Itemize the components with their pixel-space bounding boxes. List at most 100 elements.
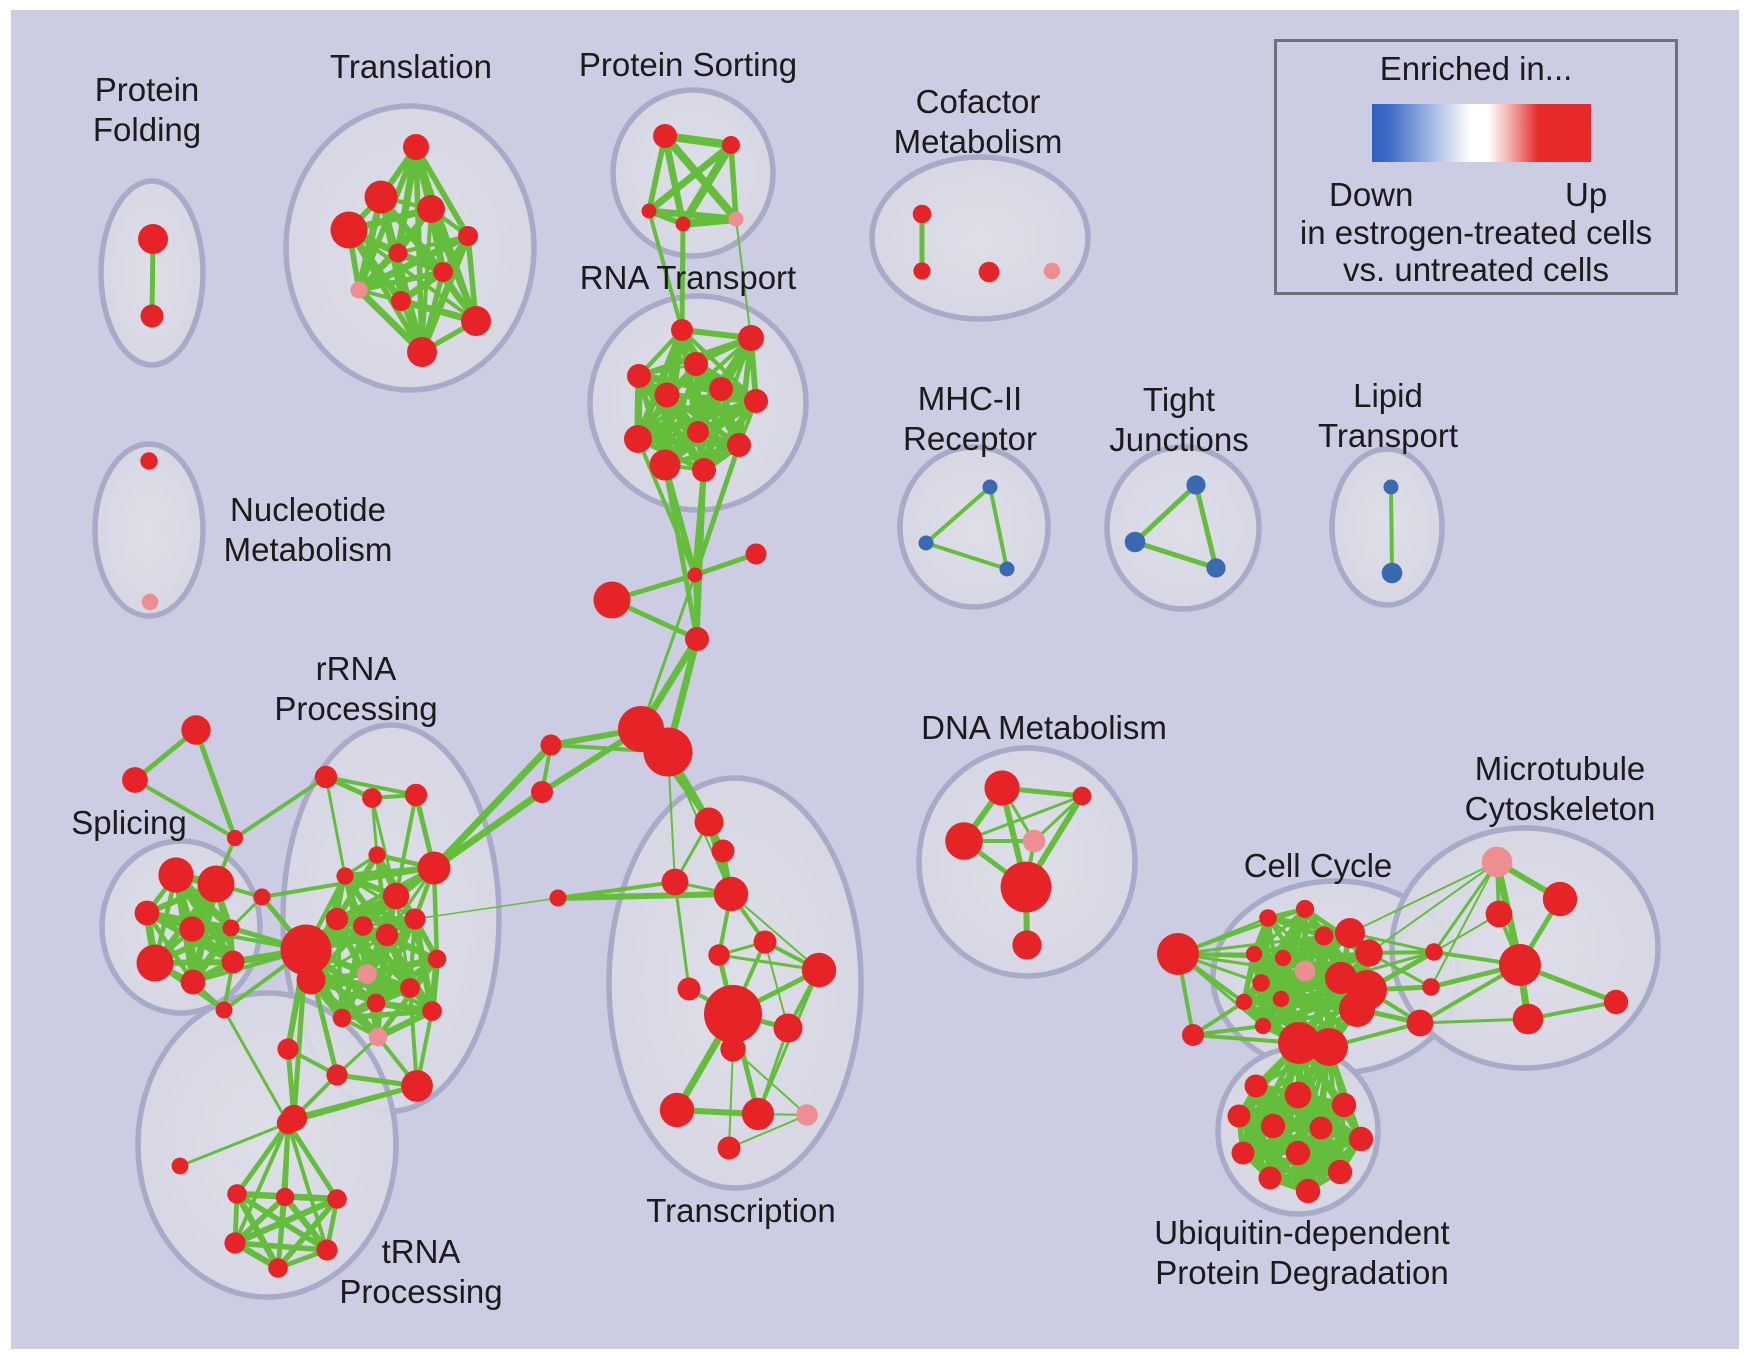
edge [1368, 861, 1498, 954]
node-W1 [531, 781, 553, 803]
edge [1419, 1017, 1529, 1025]
edge [666, 392, 757, 404]
node-HUB2 [643, 727, 693, 777]
node-X1 [122, 767, 148, 793]
edge [179, 1121, 289, 1168]
edge [285, 1121, 340, 1201]
node-CC7 [1245, 945, 1263, 963]
node-X2 [226, 829, 244, 847]
edge [133, 778, 237, 840]
edge [1253, 934, 1325, 956]
node-RR18 [277, 1038, 299, 1060]
node-TR12 [741, 1097, 775, 1131]
node-PF1 [140, 304, 164, 328]
node-RR20 [401, 1070, 433, 1102]
edge [286, 1122, 329, 1251]
node-MT5 [1603, 989, 1629, 1015]
edge [233, 775, 328, 840]
edge [364, 916, 418, 977]
edge [1389, 486, 1394, 574]
node-PS2 [641, 203, 657, 219]
node-MT2 [1499, 944, 1541, 986]
edge [728, 1114, 808, 1149]
node-R6 [744, 389, 768, 413]
edge [1192, 1024, 1264, 1037]
node-RR9 [375, 923, 399, 947]
node-RR19 [326, 1064, 348, 1086]
edge [924, 485, 992, 545]
edge [925, 541, 1008, 571]
edge [366, 955, 438, 978]
node-TJ1 [1124, 531, 1146, 553]
edge [636, 397, 758, 443]
node-U0 [1244, 1074, 1268, 1098]
node-U10 [1327, 1159, 1353, 1185]
node-R10 [649, 449, 681, 481]
node-CC18 [1310, 1028, 1348, 1066]
node-SP0 [158, 857, 194, 893]
node-RR3 [417, 851, 451, 885]
node-C1 [685, 627, 709, 651]
node-CC17 [1278, 1022, 1320, 1064]
node-W0 [540, 734, 562, 756]
edge [414, 897, 559, 920]
node-RR7 [325, 907, 349, 931]
node-T8 [391, 291, 411, 311]
legend-title: Enriched in... [1379, 50, 1573, 87]
node-TR4 [713, 876, 749, 912]
node-RHUB2 [296, 965, 326, 995]
node-TR13 [796, 1104, 818, 1126]
edge [636, 386, 723, 442]
edge [646, 142, 734, 214]
node-L1 [1381, 562, 1403, 584]
node-TR11 [659, 1092, 695, 1128]
node-TR7 [677, 977, 701, 1001]
nodes [122, 124, 1629, 1278]
node-RR6 [382, 882, 410, 910]
node-RR16 [332, 1008, 352, 1028]
node-T7 [350, 281, 368, 299]
edge [647, 210, 684, 331]
node-T3 [330, 211, 368, 249]
edge [275, 1197, 340, 1270]
node-PS3 [675, 216, 691, 232]
edge [1134, 539, 1217, 571]
edge [222, 1009, 290, 1124]
node-CC10 [1252, 974, 1270, 992]
node-D2 [945, 822, 983, 860]
node-U2 [1331, 1092, 1357, 1118]
node-T6 [433, 262, 453, 282]
node-T9 [461, 306, 491, 336]
edge [394, 146, 420, 254]
node-CC6 [1314, 926, 1334, 946]
edge [1269, 1137, 1362, 1180]
legend-desc-line1: in estrogen-treated cells [1299, 214, 1653, 251]
node-CC4 [1335, 918, 1365, 948]
node-TR10 [720, 1036, 746, 1062]
node-CC15 [1272, 990, 1290, 1008]
legend-gradient-bar [1372, 104, 1591, 162]
node-CC16 [1254, 1017, 1272, 1035]
node-TR3 [661, 868, 689, 896]
edge [963, 794, 1083, 843]
edge [1430, 861, 1498, 988]
node-SP2 [134, 900, 160, 926]
cluster-ellipse-lipid-transport [1329, 446, 1445, 608]
edge [358, 269, 444, 293]
node-SP3 [179, 916, 205, 942]
edge [287, 1084, 418, 1125]
edge [275, 1196, 288, 1269]
edge [635, 373, 708, 473]
node-RR5 [336, 867, 354, 885]
node-R3 [627, 364, 651, 388]
node-RR2 [404, 783, 428, 807]
node-TR1 [711, 839, 735, 863]
node-C3 [593, 581, 631, 619]
node-TB [276, 1111, 300, 1135]
